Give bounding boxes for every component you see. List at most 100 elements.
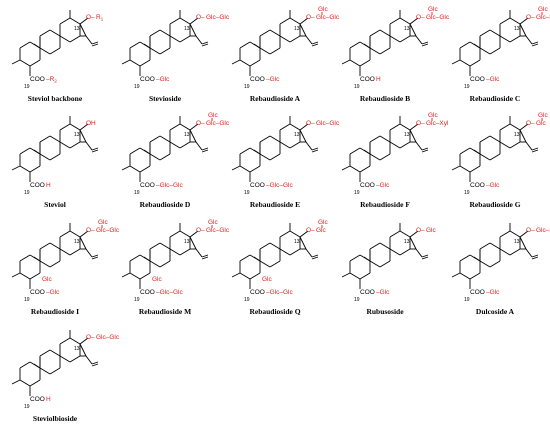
bridge-bond — [85, 35, 93, 45]
compound-name: Rebaudioside M — [138, 307, 192, 316]
methyl-bond — [451, 272, 461, 278]
ring-bond — [179, 141, 191, 149]
ring-bond — [369, 153, 381, 161]
ring-bond — [279, 248, 291, 256]
top-substituent-label: Glc–Glc — [96, 227, 120, 234]
oxygen-bond — [409, 17, 419, 25]
ring-bond — [269, 135, 281, 143]
ring-bond — [379, 242, 391, 250]
double-bond — [421, 256, 429, 260]
top-substituent-label: Glc — [536, 120, 547, 127]
ring-bond — [39, 367, 51, 375]
ring-bond — [349, 147, 361, 155]
ring-bond — [479, 29, 491, 37]
double-bond — [91, 254, 99, 258]
compound-name: Rebaudioside G — [469, 200, 521, 209]
ring-bond — [19, 379, 31, 387]
bridge-bond — [525, 35, 533, 45]
bottom-substituent-label: –Glc — [376, 289, 390, 296]
double-bond — [201, 256, 209, 260]
compound-name: Rebaudioside C — [469, 94, 521, 103]
top-oxygen-label: OH — [86, 120, 96, 127]
carbon-13-label: 13 — [74, 346, 80, 352]
ring-bond — [59, 17, 71, 25]
top-substituent-label: Glc–Rha — [536, 227, 550, 234]
ring-bond — [359, 165, 371, 173]
ring-bond — [49, 260, 61, 268]
ring-bond — [69, 17, 81, 25]
methyl-bond — [451, 165, 461, 171]
ring-bond — [239, 147, 251, 155]
ring-bond — [129, 59, 141, 67]
carbon-13-label: 13 — [404, 132, 410, 138]
ring-bond — [289, 230, 301, 238]
ring-bond — [509, 230, 521, 238]
ring-bond — [259, 242, 271, 250]
compound-name: Steviol — [44, 200, 66, 209]
ring-bond — [349, 272, 361, 280]
carbon-19-label: 19 — [24, 297, 30, 303]
ring-bond — [149, 153, 161, 161]
ring-bond — [49, 349, 61, 357]
top-oxygen-label: O– — [86, 334, 95, 341]
ring-bond — [349, 254, 361, 262]
carbon-19-label: 19 — [354, 84, 360, 90]
carbon-19-label: 19 — [244, 190, 250, 196]
top-branch-label: Glc — [318, 219, 329, 226]
ring-bond — [19, 59, 31, 67]
ring-bond — [259, 260, 271, 268]
double-bond — [531, 43, 539, 47]
bottom-substituent-label: –Glc–Glc — [156, 182, 183, 189]
ring-bond — [499, 230, 511, 238]
ring-bond — [169, 230, 181, 238]
carboxyl-label: COO — [30, 182, 45, 189]
carbon-19-label: 19 — [464, 190, 470, 196]
methyl-bond — [11, 59, 21, 65]
ring-bond — [399, 123, 411, 131]
ring-bond — [49, 47, 61, 55]
top-substituent-label: Glc–Rha — [536, 14, 550, 21]
ring-bond — [69, 35, 81, 43]
ring-bond — [129, 272, 141, 280]
ring-bond — [369, 29, 381, 37]
methyl-bond — [33, 256, 41, 262]
bridge-bond — [85, 141, 93, 151]
top-substituent-label: Glc–Glc — [316, 120, 340, 127]
carboxyl-label: COO — [470, 289, 485, 296]
methyl-bond — [121, 165, 131, 171]
compound-name: Steviol backbone — [27, 94, 83, 103]
ring-bond — [459, 41, 471, 49]
ring-bond — [399, 17, 411, 25]
ring-bond — [359, 272, 371, 280]
double-bond — [531, 254, 539, 258]
top-oxygen-label: O– — [416, 227, 425, 234]
ring-bond — [509, 35, 521, 43]
top-oxygen-label: O– — [526, 120, 535, 127]
ring-substituent-label: Glc — [152, 276, 163, 283]
oxygen-bond — [519, 123, 529, 131]
methyl-bond — [121, 272, 131, 278]
carboxyl-label: COO — [140, 76, 155, 83]
ring-bond — [259, 47, 271, 55]
ring-bond — [389, 17, 401, 25]
ring-bond — [499, 123, 511, 131]
ring-bond — [159, 135, 171, 143]
oxygen-bond — [79, 230, 89, 238]
bridge-bond — [195, 141, 203, 151]
ring-bond — [149, 29, 161, 37]
top-substituent-label: Glc–Glc — [206, 120, 230, 127]
carboxyl-label: COO — [470, 182, 485, 189]
carbon-13-label: 13 — [514, 239, 520, 245]
carbon-13-label: 13 — [74, 26, 80, 32]
